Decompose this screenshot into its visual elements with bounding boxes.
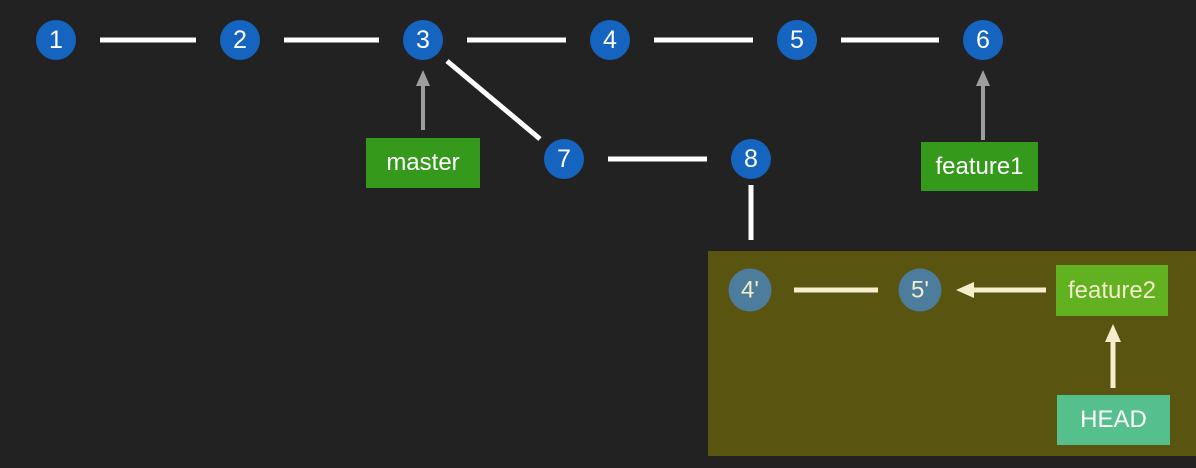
commit-label: 8 <box>744 144 758 173</box>
branch-label-feature2: feature2 <box>1056 265 1168 316</box>
feature2-arrow-left-icon <box>956 282 974 298</box>
feature1-arrow-up-icon <box>976 70 990 86</box>
commit-label: 4 <box>603 25 617 54</box>
commit-label: 5 <box>790 25 804 54</box>
branch-label-master: master <box>366 138 480 188</box>
commit-node-7: 7 <box>544 139 584 179</box>
branch-label-text: master <box>386 149 460 176</box>
commit-label: 1 <box>49 25 63 54</box>
commit-node-2: 2 <box>220 20 260 60</box>
commit-label: 7 <box>557 144 571 173</box>
commit-label: 2 <box>233 25 247 54</box>
commit-node-5-prime: 5' <box>898 268 942 312</box>
head-label-text: HEAD <box>1080 406 1147 433</box>
branch-label-feature1: feature1 <box>921 142 1038 191</box>
commit-node-3: 3 <box>403 20 443 60</box>
commit-node-6: 6 <box>963 20 1003 60</box>
branch-label-text: feature2 <box>1067 276 1157 304</box>
commit-label: 4' <box>741 276 759 303</box>
commit-label: 6 <box>976 25 990 54</box>
head-label: HEAD <box>1057 395 1170 445</box>
commit-node-4: 4 <box>590 20 630 60</box>
commit-label: 3 <box>416 25 430 54</box>
commit-node-4-prime: 4' <box>728 268 772 312</box>
commit-node-5: 5 <box>777 20 817 60</box>
branch-label-text: feature1 <box>935 152 1024 180</box>
head-arrow-up-icon <box>1105 324 1121 342</box>
commit-label: 5' <box>911 276 929 303</box>
master-arrow-up-icon <box>416 70 430 86</box>
commit-node-8: 8 <box>731 139 771 179</box>
connector-line-3-7 <box>445 59 542 141</box>
commit-node-1: 1 <box>36 20 76 60</box>
